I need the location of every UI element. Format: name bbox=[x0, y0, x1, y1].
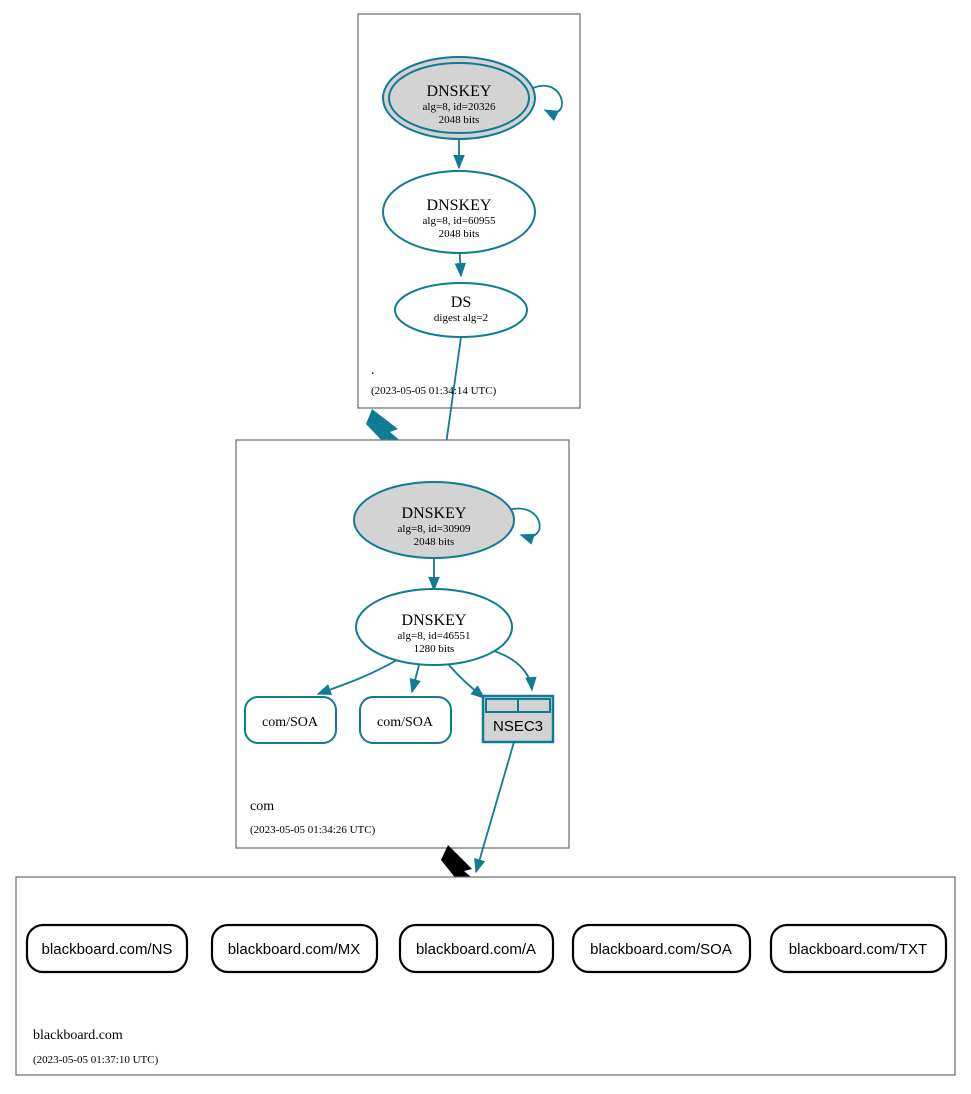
zone-com-label: com bbox=[250, 799, 274, 814]
node-rrset-bb-txt-label: blackboard.com/TXT bbox=[789, 941, 927, 958]
edge-com-zsk-to-nsec3-b bbox=[490, 649, 537, 692]
zone-root-timestamp: (2023-05-05 01:34:14 UTC) bbox=[371, 385, 497, 397]
delegation-root-to-com bbox=[366, 409, 404, 447]
zone-root[interactable]: DNSKEY alg=8, id=20326 2048 bits DNSKEY … bbox=[357, 13, 581, 482]
node-rrset-com-soa-2-label: com/SOA bbox=[377, 715, 434, 730]
node-rrset-com-soa-1-label: com/SOA bbox=[262, 715, 319, 730]
node-nsec3-cell-right bbox=[517, 698, 551, 713]
node-rrset-bb-mx-label: blackboard.com/MX bbox=[228, 941, 361, 958]
node-nsec3[interactable]: NSEC3 bbox=[481, 694, 555, 744]
node-rrset-bb-txt[interactable]: blackboard.com/TXT bbox=[769, 923, 948, 974]
node-dnskey-30909-alg: alg=8, id=30909 bbox=[398, 523, 471, 535]
node-dnskey-30909-size: 2048 bits bbox=[414, 536, 455, 548]
node-rrset-bb-a[interactable]: blackboard.com/A bbox=[398, 923, 555, 974]
node-dnskey-20326-inner bbox=[388, 62, 530, 134]
node-ds-digest: digest alg=2 bbox=[434, 312, 488, 324]
node-ds-ellipse bbox=[394, 282, 528, 338]
node-ds-digest2[interactable]: DS digest alg=2 bbox=[394, 282, 528, 338]
node-dnskey-30909[interactable]: DNSKEY alg=8, id=30909 2048 bits bbox=[353, 481, 515, 559]
delegation-com-to-blackboard bbox=[441, 845, 477, 885]
node-rrset-bb-ns-box bbox=[25, 923, 189, 974]
node-dnskey-46551-size: 1280 bits bbox=[414, 643, 455, 655]
node-dnskey-46551-type: DNSKEY bbox=[402, 612, 467, 629]
node-rrset-bb-ns[interactable]: blackboard.com/NS bbox=[25, 923, 189, 974]
node-rrset-com-soa-1[interactable]: com/SOA bbox=[244, 696, 337, 744]
zone-blackboard-timestamp: (2023-05-05 01:37:10 UTC) bbox=[33, 1054, 159, 1066]
node-rrset-bb-soa-label: blackboard.com/SOA bbox=[590, 941, 732, 958]
node-dnskey-20326[interactable]: DNSKEY alg=8, id=20326 2048 bits bbox=[382, 56, 536, 140]
node-rrset-bb-ns-label: blackboard.com/NS bbox=[42, 941, 173, 958]
edge-nsec3-to-blackboard bbox=[474, 741, 515, 874]
edge-com-zsk-to-soa-2 bbox=[409, 664, 421, 694]
node-nsec3-label: NSEC3 bbox=[493, 718, 543, 735]
node-rrset-bb-mx[interactable]: blackboard.com/MX bbox=[210, 923, 379, 974]
node-rrset-com-soa-2-box bbox=[359, 696, 452, 744]
zone-root-label: . bbox=[371, 363, 375, 378]
node-rrset-bb-mx-box bbox=[210, 923, 379, 974]
node-rrset-bb-txt-box bbox=[769, 923, 948, 974]
node-dnskey-60955-ellipse bbox=[382, 170, 536, 254]
node-rrset-com-soa-1-box bbox=[244, 696, 337, 744]
node-dnskey-60955-type: DNSKEY bbox=[427, 197, 492, 214]
edge-root-ksk-selfloop bbox=[532, 84, 563, 122]
node-rrset-bb-soa-box bbox=[571, 923, 752, 974]
node-dnskey-20326-type: DNSKEY bbox=[427, 83, 492, 100]
node-dnskey-60955-size: 2048 bits bbox=[439, 228, 480, 240]
node-dnskey-20326-alg: alg=8, id=20326 bbox=[423, 101, 496, 113]
node-nsec3-cell-left bbox=[485, 698, 519, 713]
node-rrset-com-soa-2[interactable]: com/SOA bbox=[359, 696, 452, 744]
node-dnskey-46551-alg: alg=8, id=46551 bbox=[398, 630, 471, 642]
node-ds-type: DS bbox=[451, 294, 471, 311]
edge-com-ksk-selfloop bbox=[507, 507, 541, 545]
node-rrset-bb-soa[interactable]: blackboard.com/SOA bbox=[571, 923, 752, 974]
edge-com-zsk-to-nsec3-a bbox=[447, 663, 486, 699]
zone-blackboard-label: blackboard.com bbox=[33, 1028, 123, 1043]
node-dnskey-60955-alg: alg=8, id=60955 bbox=[423, 215, 496, 227]
zone-com[interactable]: DNSKEY alg=8, id=30909 2048 bits DNSKEY … bbox=[235, 439, 570, 874]
zone-blackboard[interactable]: blackboard.com/NS blackboard.com/MX blac… bbox=[15, 876, 956, 1076]
zone-com-timestamp: (2023-05-05 01:34:26 UTC) bbox=[250, 824, 376, 836]
node-dnskey-60955[interactable]: DNSKEY alg=8, id=60955 2048 bits bbox=[382, 170, 536, 254]
node-dnskey-46551[interactable]: DNSKEY alg=8, id=46551 1280 bits bbox=[355, 588, 513, 666]
edge-com-zsk-to-soa-1 bbox=[316, 659, 398, 695]
node-dnskey-20326-size: 2048 bits bbox=[439, 114, 480, 126]
node-dnskey-30909-type: DNSKEY bbox=[402, 505, 467, 522]
node-dnskey-30909-ellipse bbox=[353, 481, 515, 559]
node-rrset-bb-a-label: blackboard.com/A bbox=[416, 941, 536, 958]
zone-blackboard-border bbox=[15, 876, 956, 1076]
node-rrset-bb-a-box bbox=[398, 923, 555, 974]
node-dnskey-46551-ellipse bbox=[355, 588, 513, 666]
